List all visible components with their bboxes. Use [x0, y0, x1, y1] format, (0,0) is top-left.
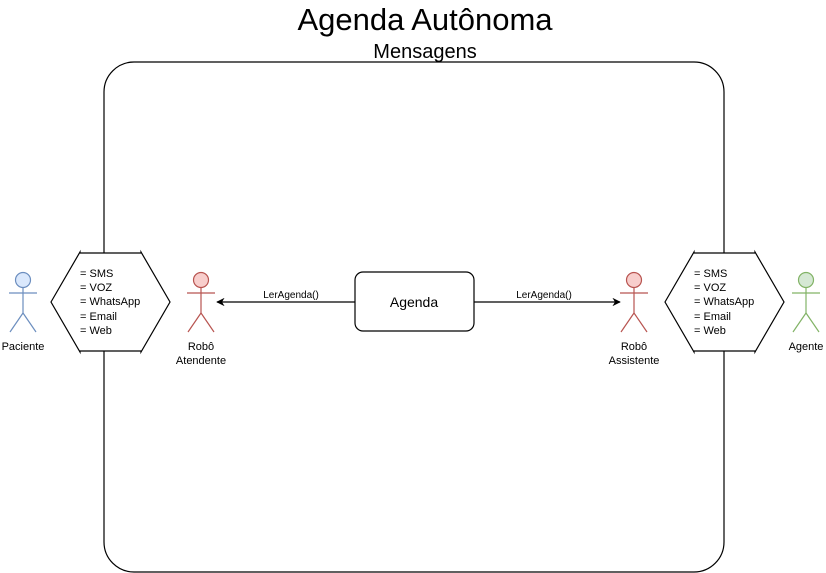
actor-robo-atendente-label-1: Robô: [188, 341, 214, 353]
diagram-subtitle: Mensagens: [373, 41, 476, 63]
channel-item: = Email: [80, 311, 117, 323]
channels-list-left: = SMS = VOZ = WhatsApp = Email = Web: [80, 268, 143, 337]
channel-item: = SMS: [80, 268, 113, 280]
channel-item: = Email: [694, 311, 731, 323]
channel-item: = VOZ: [80, 282, 112, 294]
actor-leg-right: [633, 312, 648, 333]
channel-item: = SMS: [694, 268, 727, 280]
arrow-label-right: LerAgenda(): [516, 290, 572, 301]
channel-item: = WhatsApp: [694, 296, 754, 308]
actor-leg-left: [792, 312, 807, 333]
actor-leg-left: [9, 312, 24, 333]
actor-head: [797, 271, 815, 289]
diagram-title: Agenda Autônoma: [297, 2, 553, 37]
channels-list-right: = SMS = VOZ = WhatsApp = Email = Web: [694, 268, 757, 337]
actor-leg-right: [805, 312, 820, 333]
actor-agente[interactable]: [792, 271, 820, 333]
arrow-label-left: LerAgenda(): [263, 290, 319, 301]
actor-head: [625, 271, 643, 289]
actor-leg-left: [187, 312, 202, 333]
actor-paciente[interactable]: [9, 271, 37, 333]
actor-leg-left: [620, 312, 635, 333]
actor-robo-assistente-label-1: Robô: [621, 341, 647, 353]
actor-agente-label: Agente: [789, 341, 824, 353]
channels-arrow-right: [664, 249, 785, 355]
actor-robo-assistente-label-2: Assistente: [609, 355, 660, 367]
channel-item: = VOZ: [694, 282, 726, 294]
channel-item: = Web: [694, 325, 726, 337]
actor-leg-right: [22, 312, 37, 333]
agenda-box-label: Agenda: [390, 294, 438, 310]
actor-robo-atendente-label-2: Atendente: [176, 355, 226, 367]
actor-leg-right: [200, 312, 215, 333]
actor-head: [14, 271, 32, 289]
channel-item: = WhatsApp: [80, 296, 140, 308]
channel-item: = Web: [80, 325, 112, 337]
actor-robo-atendente[interactable]: [187, 271, 215, 333]
actor-paciente-label: Paciente: [2, 341, 45, 353]
actor-robo-assistente[interactable]: [620, 271, 648, 333]
actor-head: [192, 271, 210, 289]
channels-arrow-left: [50, 249, 171, 355]
